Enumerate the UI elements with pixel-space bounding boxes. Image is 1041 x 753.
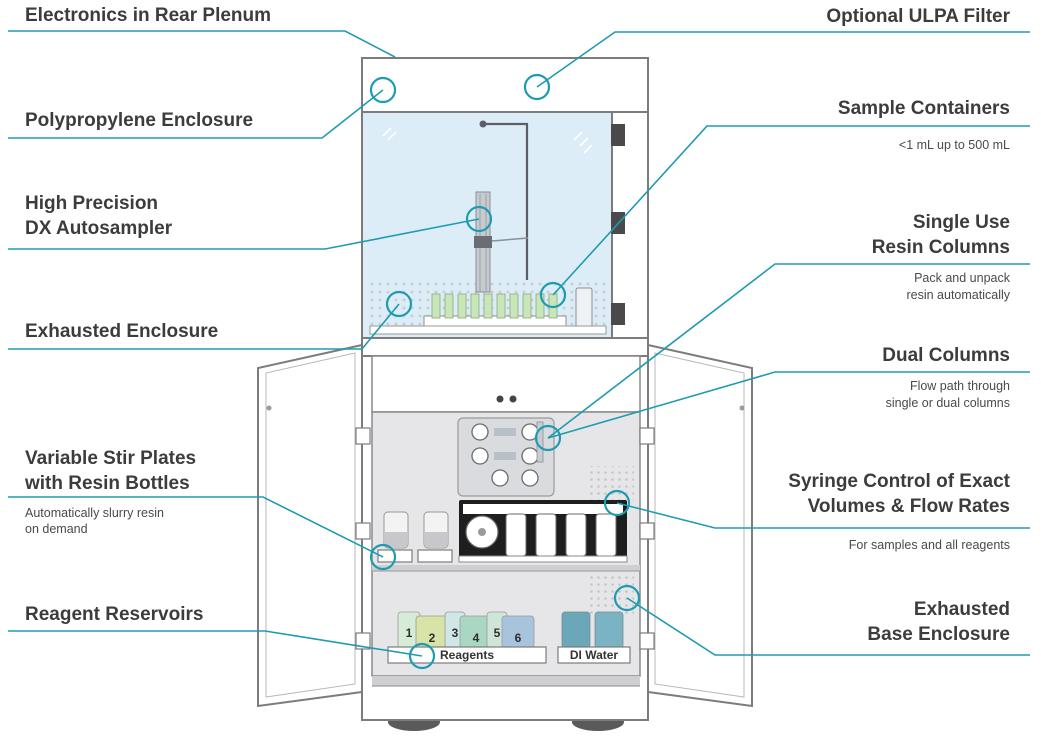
upper-hinge-3 bbox=[611, 303, 625, 325]
exhausted-enclosure-leader bbox=[8, 303, 400, 350]
stir-plates-subtitle: Automatically slurry resin bbox=[25, 506, 164, 520]
resin-columns-title: Single Use bbox=[913, 212, 1010, 233]
base-enclosure-leader bbox=[626, 597, 1030, 656]
control-panel bbox=[371, 355, 641, 413]
base-vent-upper bbox=[590, 466, 634, 500]
syringe-rotor bbox=[465, 515, 499, 549]
resin-columns-subtitle: resin automatically bbox=[906, 288, 1010, 302]
resin-columns-title: Resin Columns bbox=[872, 237, 1010, 258]
dual-columns-subtitle: single or dual columns bbox=[886, 396, 1010, 410]
dual-columns-title: Dual Columns bbox=[882, 345, 1010, 366]
dual-columns-leader bbox=[547, 371, 1030, 439]
resin-bottles bbox=[383, 511, 449, 549]
sample-containers-title: Sample Containers bbox=[838, 98, 1010, 119]
reagent-number: 6 bbox=[515, 631, 522, 645]
upper-hinge-1 bbox=[611, 124, 625, 146]
reagent-number: 1 bbox=[406, 626, 413, 640]
ulpa-filter-leader bbox=[536, 31, 1030, 88]
autosampler-head bbox=[474, 236, 492, 248]
base-enclosure-title: Base Enclosure bbox=[867, 624, 1010, 645]
stir-plates-title: Variable Stir Plates bbox=[25, 448, 196, 469]
right-door-inner bbox=[654, 352, 745, 698]
dx-autosampler-leader bbox=[8, 218, 480, 250]
rear-plenum bbox=[361, 57, 649, 113]
resin-columns-marker bbox=[534, 424, 562, 452]
dx-autosampler-title: High Precision bbox=[25, 193, 158, 214]
stir-plate-2 bbox=[417, 549, 453, 563]
sample-container bbox=[575, 287, 593, 329]
reagent-reservoirs-leader bbox=[8, 630, 423, 657]
stir-plates-subtitle: on demand bbox=[25, 522, 88, 536]
sample-containers-marker bbox=[539, 281, 567, 309]
dual-columns-subtitle: Flow path through bbox=[910, 379, 1010, 393]
di-water-label: DI Water bbox=[570, 648, 619, 662]
syringe-control-subtitle: For samples and all reagents bbox=[849, 538, 1010, 552]
polypropylene-enclosure-title: Polypropylene Enclosure bbox=[25, 110, 253, 131]
ulpa-filter-marker bbox=[523, 73, 551, 101]
glass-reflection-left bbox=[382, 127, 397, 141]
right-door bbox=[647, 343, 753, 708]
polypropylene-enclosure-marker bbox=[369, 76, 397, 104]
reagent-bottles bbox=[397, 611, 535, 649]
electronics-rear-plenum-title: Electronics in Rear Plenum bbox=[25, 5, 271, 26]
middle-shelf bbox=[372, 565, 640, 571]
valves bbox=[471, 423, 539, 487]
stir-plates-marker bbox=[369, 543, 397, 571]
stir-plates-title: with Resin Bottles bbox=[24, 473, 190, 494]
glass-reflection-right bbox=[573, 131, 593, 154]
di-water-tray bbox=[557, 646, 631, 664]
callouts: Electronics in Rear PlenumPolypropylene … bbox=[24, 5, 1011, 645]
di-water-bottles bbox=[561, 611, 624, 649]
left-door-inner bbox=[265, 352, 356, 698]
sample-containers-leader bbox=[552, 125, 1030, 296]
reagent-reservoirs-marker bbox=[408, 642, 436, 670]
dx-autosampler-title: DX Autosampler bbox=[25, 218, 173, 239]
syringe-control-marker bbox=[603, 489, 631, 517]
reagent-number: 4 bbox=[473, 631, 480, 645]
reagents-label: Reagents bbox=[440, 648, 494, 662]
autosampler-arm bbox=[483, 122, 529, 280]
exhausted-enclosure-title: Exhausted Enclosure bbox=[25, 321, 218, 342]
left-door bbox=[257, 343, 363, 708]
callout-leaders bbox=[8, 30, 1030, 670]
dx-autosampler-marker bbox=[465, 205, 493, 233]
reagent-reservoirs-title: Reagent Reservoirs bbox=[25, 604, 203, 625]
reagent-number: 3 bbox=[452, 626, 459, 640]
resin-columns-leader bbox=[547, 263, 1030, 439]
exhausted-enclosure-marker bbox=[385, 290, 413, 318]
syringe-control-leader bbox=[616, 502, 1030, 529]
door-hinges bbox=[355, 427, 655, 650]
base-enclosure-title: Exhausted bbox=[914, 599, 1010, 620]
polypropylene-enclosure-leader bbox=[8, 89, 384, 139]
stir-plates-leader bbox=[8, 496, 384, 558]
reagents-tray bbox=[387, 646, 547, 664]
base-vent-lower bbox=[590, 574, 634, 614]
ulpa-filter-title: Optional ULPA Filter bbox=[826, 6, 1010, 27]
reagent-number: 2 bbox=[429, 631, 436, 645]
plinth bbox=[372, 676, 640, 686]
electronics-rear-plenum-leader bbox=[8, 30, 396, 58]
base-enclosure-marker bbox=[613, 584, 641, 612]
syringe-control-title: Syringe Control of Exact bbox=[788, 471, 1010, 492]
syringe-control-title: Volumes & Flow Rates bbox=[808, 496, 1010, 517]
sample-containers-subtitle: <1 mL up to 500 mL bbox=[899, 138, 1010, 152]
resin-columns-subtitle: Pack and unpack bbox=[914, 271, 1011, 285]
reagent-number: 5 bbox=[494, 626, 501, 640]
enclosure-tray bbox=[369, 325, 607, 335]
